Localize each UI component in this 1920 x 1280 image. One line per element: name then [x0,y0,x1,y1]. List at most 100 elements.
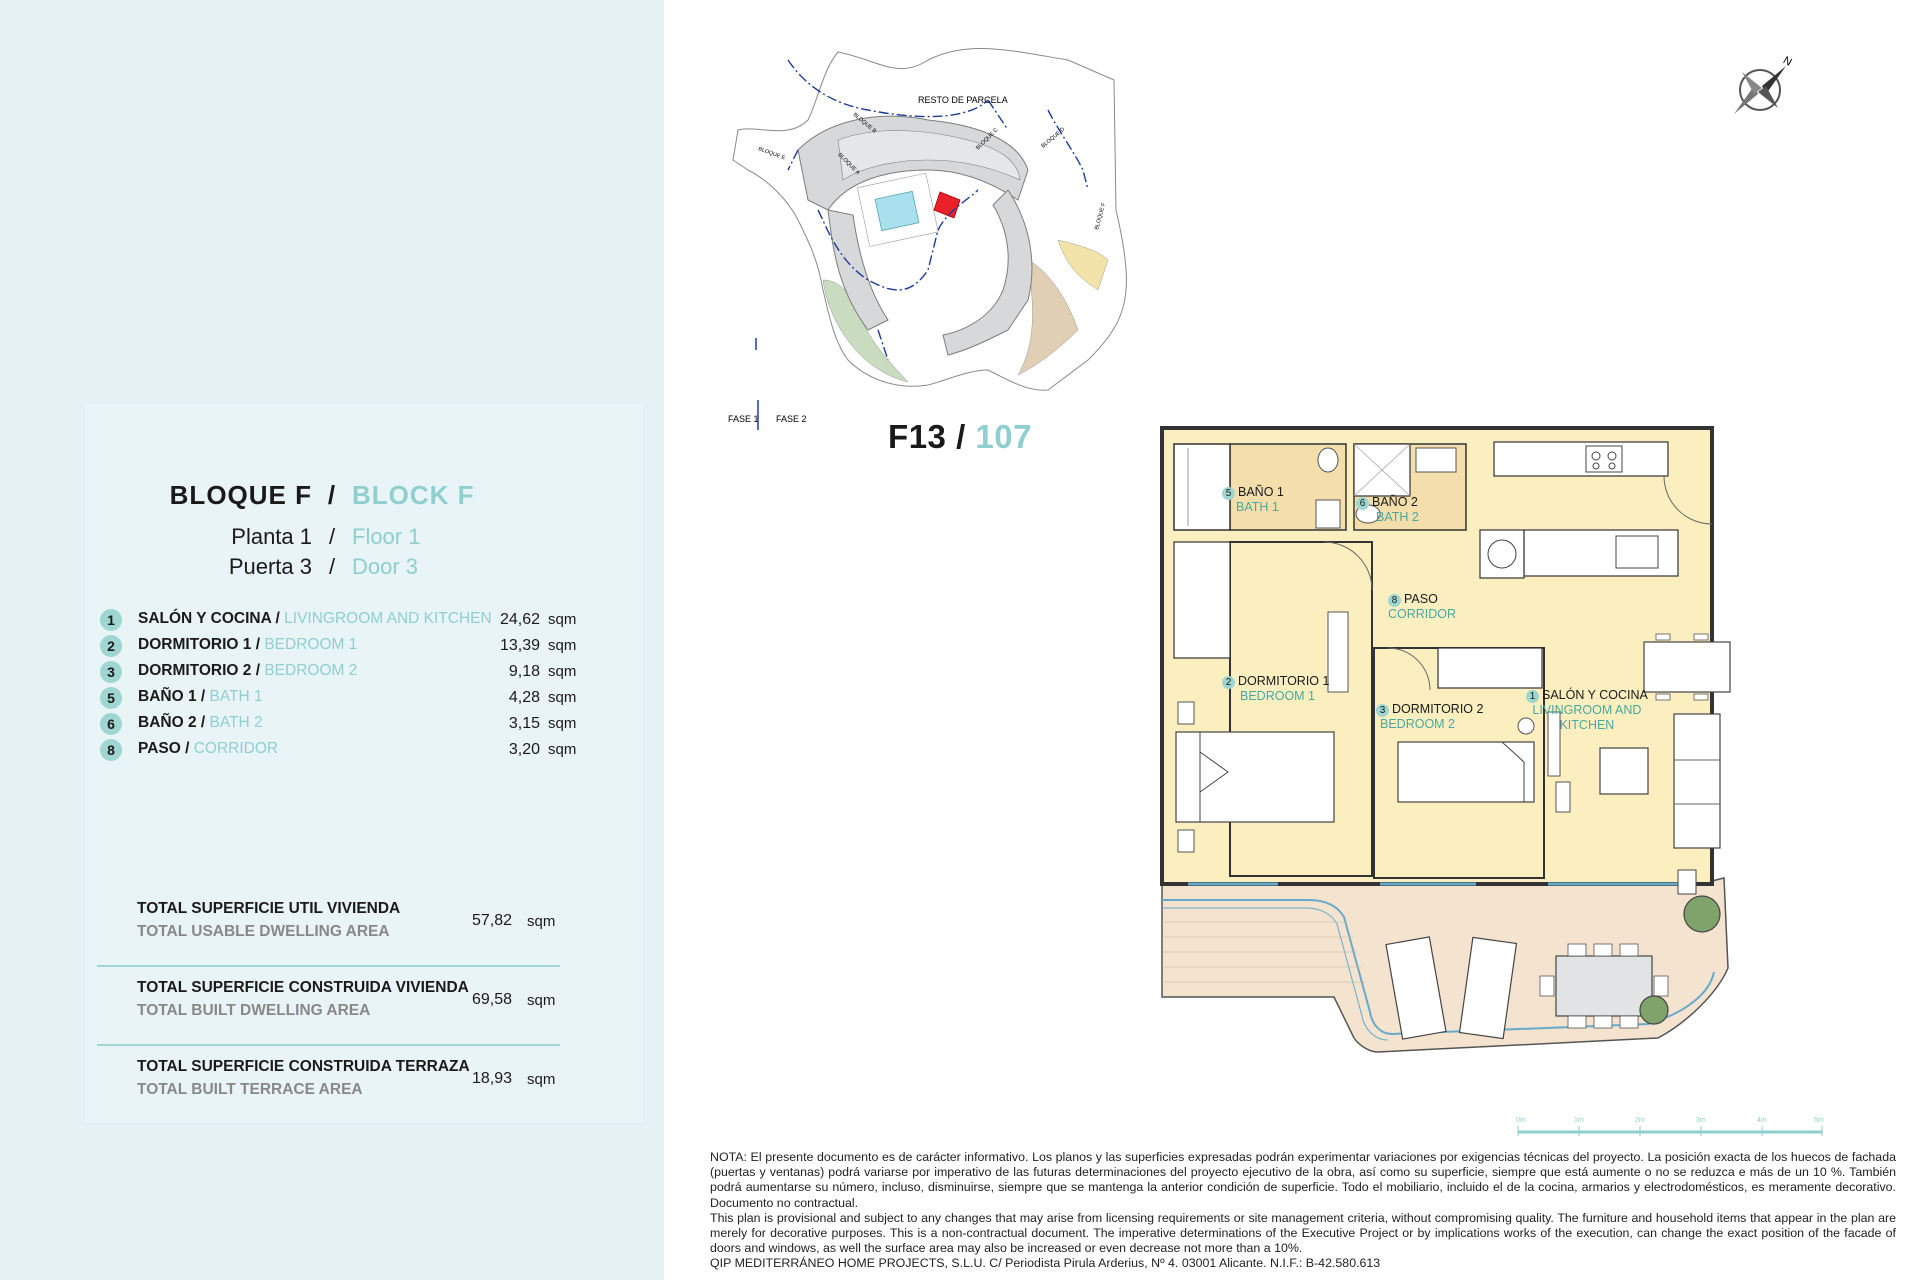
total-unit: sqm [527,913,556,930]
phase-boundary [787,59,1089,361]
room-name: BAÑO 2 / BATH 2 [138,710,263,736]
terrace-planter-inner [1162,907,1389,1041]
room-row: 8 PASO / CORRIDOR 3,20 sqm [100,736,576,762]
kitchen-washer-drum [1487,539,1517,569]
building-inner [837,130,1021,181]
block-line: BLOQUE F/BLOCK F [0,480,664,511]
plan-label-en-2: KITCHEN [1559,718,1615,732]
scale-label: 0m [1516,1117,1526,1124]
room-area: 13,39 [499,637,540,654]
room-row: 6 BAÑO 2 / BATH 2 3,15 sqm [100,710,576,736]
total-label-es: TOTAL SUPERFICIE CONSTRUIDA VIVIENDA [137,979,469,996]
site-plan: RESTO DE PARCELA FASE 1 FASE 2 BLOQUE A … [728,48,1127,430]
hob-ring [1591,451,1601,461]
kitchen-washer [1479,529,1525,579]
bath1-shower [1173,443,1231,531]
room-unit: sqm [548,715,577,732]
total-value: 69,58 [471,991,512,1008]
room-number-badge: 6 [100,713,122,735]
planter-box [1677,869,1697,895]
room-name: PASO / CORRIDOR [138,736,278,762]
room-name-es: BAÑO 2 / [138,714,206,731]
scale-label: 4m [1757,1117,1767,1124]
chair [1693,693,1709,701]
company-info: QIP MEDITERRÁNEO HOME PROJECTS, S.L.U. C… [710,1256,1381,1270]
total-label-en: TOTAL USABLE DWELLING AREA [137,923,390,940]
room-badge: 6 [1356,497,1369,510]
scale-label: 5m [1814,1117,1824,1124]
bedroom1-wardrobe [1173,541,1231,659]
room-badge: 8 [1388,594,1401,607]
room-name: DORMITORIO 1 / BEDROOM 1 [138,632,357,658]
room-unit: sqm [548,689,577,706]
plan-label-es: SALÓN Y COCINA [1542,688,1648,702]
sun-lounger-2 [1458,936,1518,1040]
room-row: 1 SALÓN Y COCINA / LIVINGROOM AND KITCHE… [100,606,576,632]
room-name-en: BEDROOM 1 [264,636,358,653]
block-es: BLOQUE F [169,480,312,510]
plan-label-en: BEDROOM 2 [1380,717,1456,731]
room-name-en: BATH 2 [209,714,263,731]
floor-es: Planta 1 [231,524,312,549]
pool [874,190,920,232]
room-badge: 5 [1222,487,1235,500]
room-badge: 2 [1222,676,1235,689]
total-label-es: TOTAL SUPERFICIE CONSTRUIDA TERRAZA [137,1058,470,1075]
room-number-badge: 5 [100,687,122,709]
total-unit: sqm [527,992,556,1009]
room-badge: 3 [1376,704,1389,717]
room-number-badge: 2 [100,635,122,657]
floor-plan [1160,426,1731,1053]
bedroom2-bed-sheet [1501,741,1525,802]
kitchen-counter-top [1493,441,1669,477]
room-name-en: LIVINGROOM AND KITCHEN [284,610,492,627]
bath2-sink [1415,447,1457,473]
sun-lounger-1 [1385,936,1447,1040]
total-terrace: TOTAL SUPERFICIE CONSTRUIDA TERRAZA TOTA… [97,1046,560,1123]
room-name-en: CORRIDOR [193,740,279,757]
totals: TOTAL SUPERFICIE UTIL VIVIENDA TOTAL USA… [97,888,560,1123]
total-usable: TOTAL SUPERFICIE UTIL VIVIENDA TOTAL USA… [97,888,560,967]
plan-label-es: BAÑO 2 [1372,495,1418,509]
plan-label-es: PASO [1404,592,1438,606]
fase1-label: FASE 1 [728,414,759,424]
disclaimer-es: NOTA: El presente documento es de caráct… [710,1150,1896,1210]
bedroom2-lamp [1517,717,1535,735]
plan-label-en: BEDROOM 1 [1240,689,1316,703]
kitchen-hob [1585,445,1623,473]
room-name: SALÓN Y COCINA / LIVINGROOM AND KITCHEN [138,606,492,632]
sofa [1673,713,1721,849]
total-built: TOTAL SUPERFICIE CONSTRUIDA VIVIENDA TOT… [97,967,560,1046]
room-name-en: BEDROOM 2 [264,662,358,679]
disclaimer-en: This plan is provisional and subject to … [710,1210,1896,1256]
bath2-shower-x2 [1353,443,1411,497]
chair [1655,693,1671,701]
terrace-chairs [1539,943,1669,1029]
bedroom1-bed-sheet [1199,732,1229,822]
room-unit: sqm [548,741,577,758]
room-number-badge: 1 [100,609,122,631]
building-left [827,209,889,331]
total-value: 57,82 [471,912,512,929]
room-row: 2 DORMITORIO 1 / BEDROOM 1 13,39 sqm [100,632,576,658]
door-es: Puerta 3 [228,554,312,579]
floor-en: Floor 1 [352,524,421,549]
door-en: Door 3 [352,554,419,579]
hob-ring [1592,462,1600,470]
room-unit: sqm [548,637,577,654]
room-area: 4,28 [508,689,540,706]
room-area: 3,15 [508,715,540,732]
resto-label: RESTO DE PARCELA [918,95,1008,105]
bath1-sink [1315,499,1341,529]
room-number-badge: 8 [100,739,122,761]
bedroom2-wardrobe [1437,647,1543,689]
chair [1693,633,1709,641]
room-name-es: BAÑO 1 / [138,688,206,705]
room-row: 5 BAÑO 1 / BATH 1 4,28 sqm [100,684,576,710]
door-line: Puerta 3/Door 3 [0,554,664,580]
tv-stand [1555,781,1571,813]
scale-bar: 0m 1m 2m 3m 4m 5m [1516,1117,1824,1136]
